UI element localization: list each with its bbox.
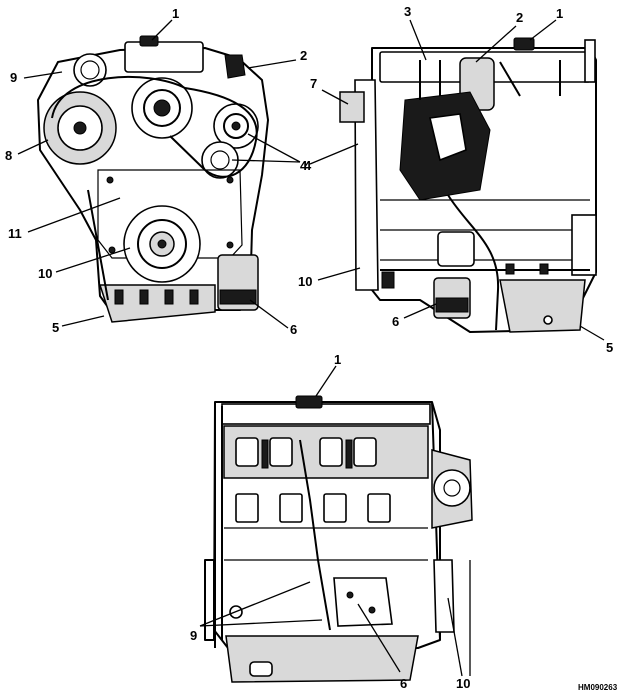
callout-10: 10	[298, 274, 312, 289]
callout-1: 1	[334, 352, 341, 367]
callouts-side-view: 3 2 1 7 4 10 6 5	[298, 4, 613, 355]
callout-2: 2	[516, 10, 523, 25]
callout-8: 8	[5, 148, 12, 163]
callout-9: 9	[190, 628, 197, 643]
callout-4: 4	[300, 158, 308, 173]
callout-5: 5	[606, 340, 613, 355]
figure-id-code: HM090263	[578, 683, 618, 692]
engine-rear-view	[204, 395, 473, 683]
callout-6: 6	[392, 314, 399, 329]
callout-1: 1	[172, 6, 179, 21]
callout-7: 7	[310, 76, 317, 91]
callout-11: 11	[8, 226, 22, 241]
callout-leaders	[17, 19, 605, 677]
callout-4: 4	[304, 158, 312, 173]
callout-1: 1	[556, 6, 563, 21]
callouts-rear-view: 1 9 6 10	[190, 352, 470, 691]
engine-side-view	[339, 37, 597, 333]
callout-5: 5	[52, 320, 59, 335]
callout-6: 6	[290, 322, 297, 337]
callout-2: 2	[300, 48, 307, 63]
callout-6: 6	[400, 676, 407, 691]
callout-10: 10	[456, 676, 470, 691]
callout-9: 9	[10, 70, 17, 85]
callout-10: 10	[38, 266, 52, 281]
callouts-front-view: 1 2 9 8 4 11 10 5 6	[5, 6, 312, 337]
engine-front-view	[37, 35, 269, 323]
callout-3: 3	[404, 4, 411, 19]
